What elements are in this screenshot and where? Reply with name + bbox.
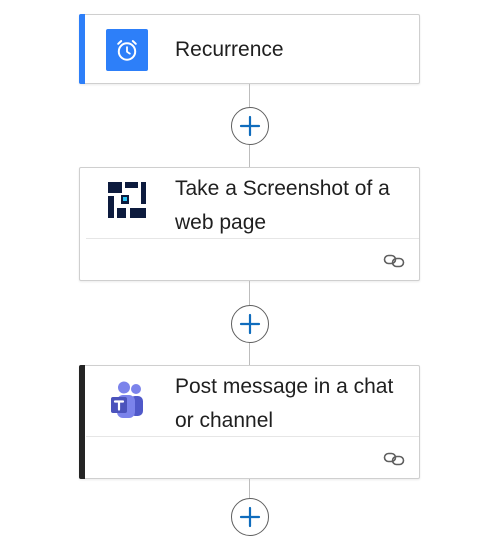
alarm-clock-icon [106,29,148,71]
step-card-post-message[interactable]: Post message in a chat or channel [79,365,420,479]
flow-connector [249,479,250,498]
add-step-button[interactable] [231,305,269,343]
card-divider [86,238,419,239]
add-step-button[interactable] [231,498,269,536]
step-card-recurrence[interactable]: Recurrence [79,14,420,84]
step-title: Recurrence [175,38,284,61]
card-accent-stripe [79,14,85,84]
card-accent-stripe [79,365,85,479]
add-step-button[interactable] [231,107,269,145]
screenshot-service-logo [106,180,148,222]
flow-connector [249,281,250,305]
step-title: Take a Screenshot of a web page [175,177,390,234]
card-divider [86,436,419,437]
step-card-take-screenshot[interactable]: Take a Screenshot of a web page [79,167,420,281]
plus-icon [239,506,261,528]
plus-icon [239,115,261,137]
step-title: Post message in a chat or channel [175,375,394,432]
flow-connector [249,145,250,167]
link-icon[interactable] [383,451,405,466]
flow-connector [249,84,250,107]
link-icon[interactable] [383,253,405,268]
plus-icon [239,313,261,335]
flow-connector [249,343,250,365]
microsoft-teams-icon [106,380,148,422]
